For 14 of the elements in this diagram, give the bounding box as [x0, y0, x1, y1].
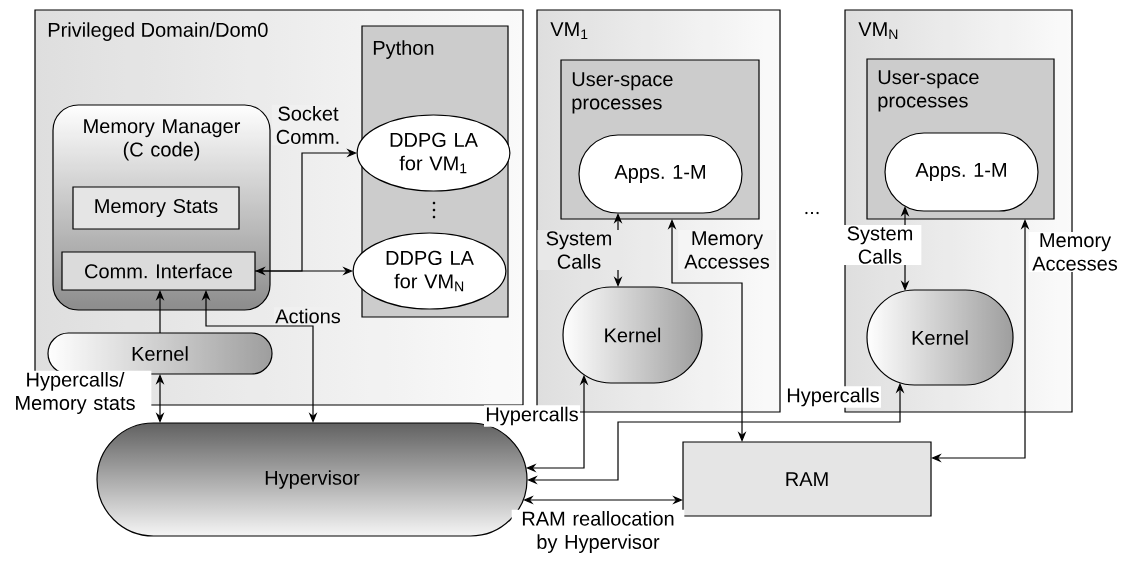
ellipsis: ... — [805, 211, 819, 215]
edge-label: System Calls — [537, 229, 621, 271]
memory-box: RAM — [682, 441, 932, 517]
edge-label: Hypercalls — [484, 405, 580, 427]
edge-label: System Calls — [838, 224, 922, 266]
edge-label: Memory Accesses — [678, 230, 776, 270]
edge-label: Actions — [273, 307, 343, 325]
edge-label: Hypercalls — [785, 386, 881, 408]
process-box: Comm. Interface — [61, 251, 256, 291]
edge-label: Hypercalls/ Memory stats — [0, 370, 152, 416]
process-box: Memory Stats — [72, 186, 240, 230]
edge-label: RAM reallocation by Hypervisor — [511, 509, 685, 555]
edge-label: Memory Accesses — [1028, 232, 1121, 272]
edge-label: Socket Comm. — [271, 104, 345, 146]
